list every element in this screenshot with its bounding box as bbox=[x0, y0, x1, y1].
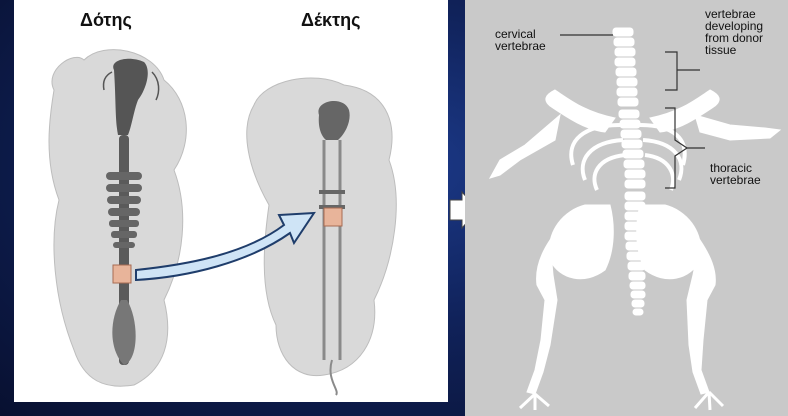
cervical-vertebrae bbox=[613, 28, 638, 106]
skeleton-panel: cervical vertebrae vertebrae developing … bbox=[465, 0, 788, 416]
cervical-label: cervical vertebrae bbox=[495, 28, 546, 52]
thoracic-vertebrae bbox=[619, 110, 645, 188]
thoracic-label: thoracic vertebrae bbox=[710, 162, 761, 186]
left-wing bbox=[490, 115, 560, 178]
pelvis bbox=[549, 205, 613, 279]
donor-tissue-label: vertebrae developing from donor tissue bbox=[705, 8, 763, 56]
skeleton-illustration bbox=[465, 0, 788, 416]
right-wing bbox=[695, 115, 780, 140]
